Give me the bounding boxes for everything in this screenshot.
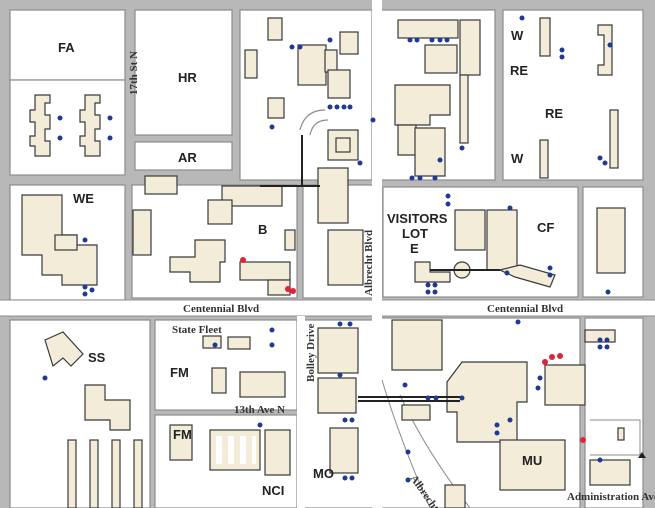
- road-13th-ave: 13th Ave N: [234, 404, 285, 416]
- label-re-2: RE: [545, 106, 563, 121]
- road-bolley: Bolley Drive: [305, 324, 317, 382]
- label-fm: FM: [170, 365, 189, 380]
- label-mu: MU: [522, 453, 542, 468]
- road-state-fleet: State Fleet: [172, 324, 222, 336]
- building-fa-2: [79, 94, 101, 157]
- block-hr: [134, 9, 233, 136]
- road-centennial-west: Centennial Blvd: [183, 303, 259, 315]
- road-17th-st: 17th St N: [128, 51, 140, 95]
- label-hr: HR: [178, 70, 197, 85]
- label-re-1: RE: [510, 63, 528, 78]
- block-fa: [9, 9, 126, 81]
- label-ar: AR: [178, 150, 197, 165]
- parking-markers: [42, 15, 613, 483]
- road-administration: Administration Ave: [567, 491, 655, 503]
- building-labels: FA HR AR WE B W RE RE W VISITORS LOT E C…: [58, 28, 563, 498]
- label-w-north: W: [511, 28, 524, 43]
- label-visitors: VISITORS: [387, 211, 448, 226]
- dorms-left: [67, 439, 143, 508]
- buildings: [21, 17, 631, 508]
- nci-comb: [209, 429, 261, 471]
- label-fm-2: FM: [173, 427, 192, 442]
- block-re: [502, 9, 644, 181]
- block-ar: [134, 141, 233, 171]
- building-ss: [44, 331, 84, 368]
- label-e: E: [410, 241, 419, 256]
- label-cf: CF: [537, 220, 554, 235]
- label-ss: SS: [88, 350, 106, 365]
- label-fa: FA: [58, 40, 75, 55]
- block-fa-south: [9, 79, 126, 176]
- label-lot: LOT: [402, 226, 428, 241]
- direction-arrow-icon: [638, 452, 646, 458]
- label-w-south: W: [511, 151, 524, 166]
- label-mo: MO: [313, 466, 334, 481]
- building-fa-1: [29, 94, 51, 157]
- road-centennial-east: Centennial Blvd: [487, 303, 563, 315]
- walkways: [260, 135, 500, 402]
- label-nci: NCI: [262, 483, 284, 498]
- label-b: B: [258, 222, 267, 237]
- label-we: WE: [73, 191, 94, 206]
- road-albrecht: Albrecht Blvd: [363, 230, 375, 296]
